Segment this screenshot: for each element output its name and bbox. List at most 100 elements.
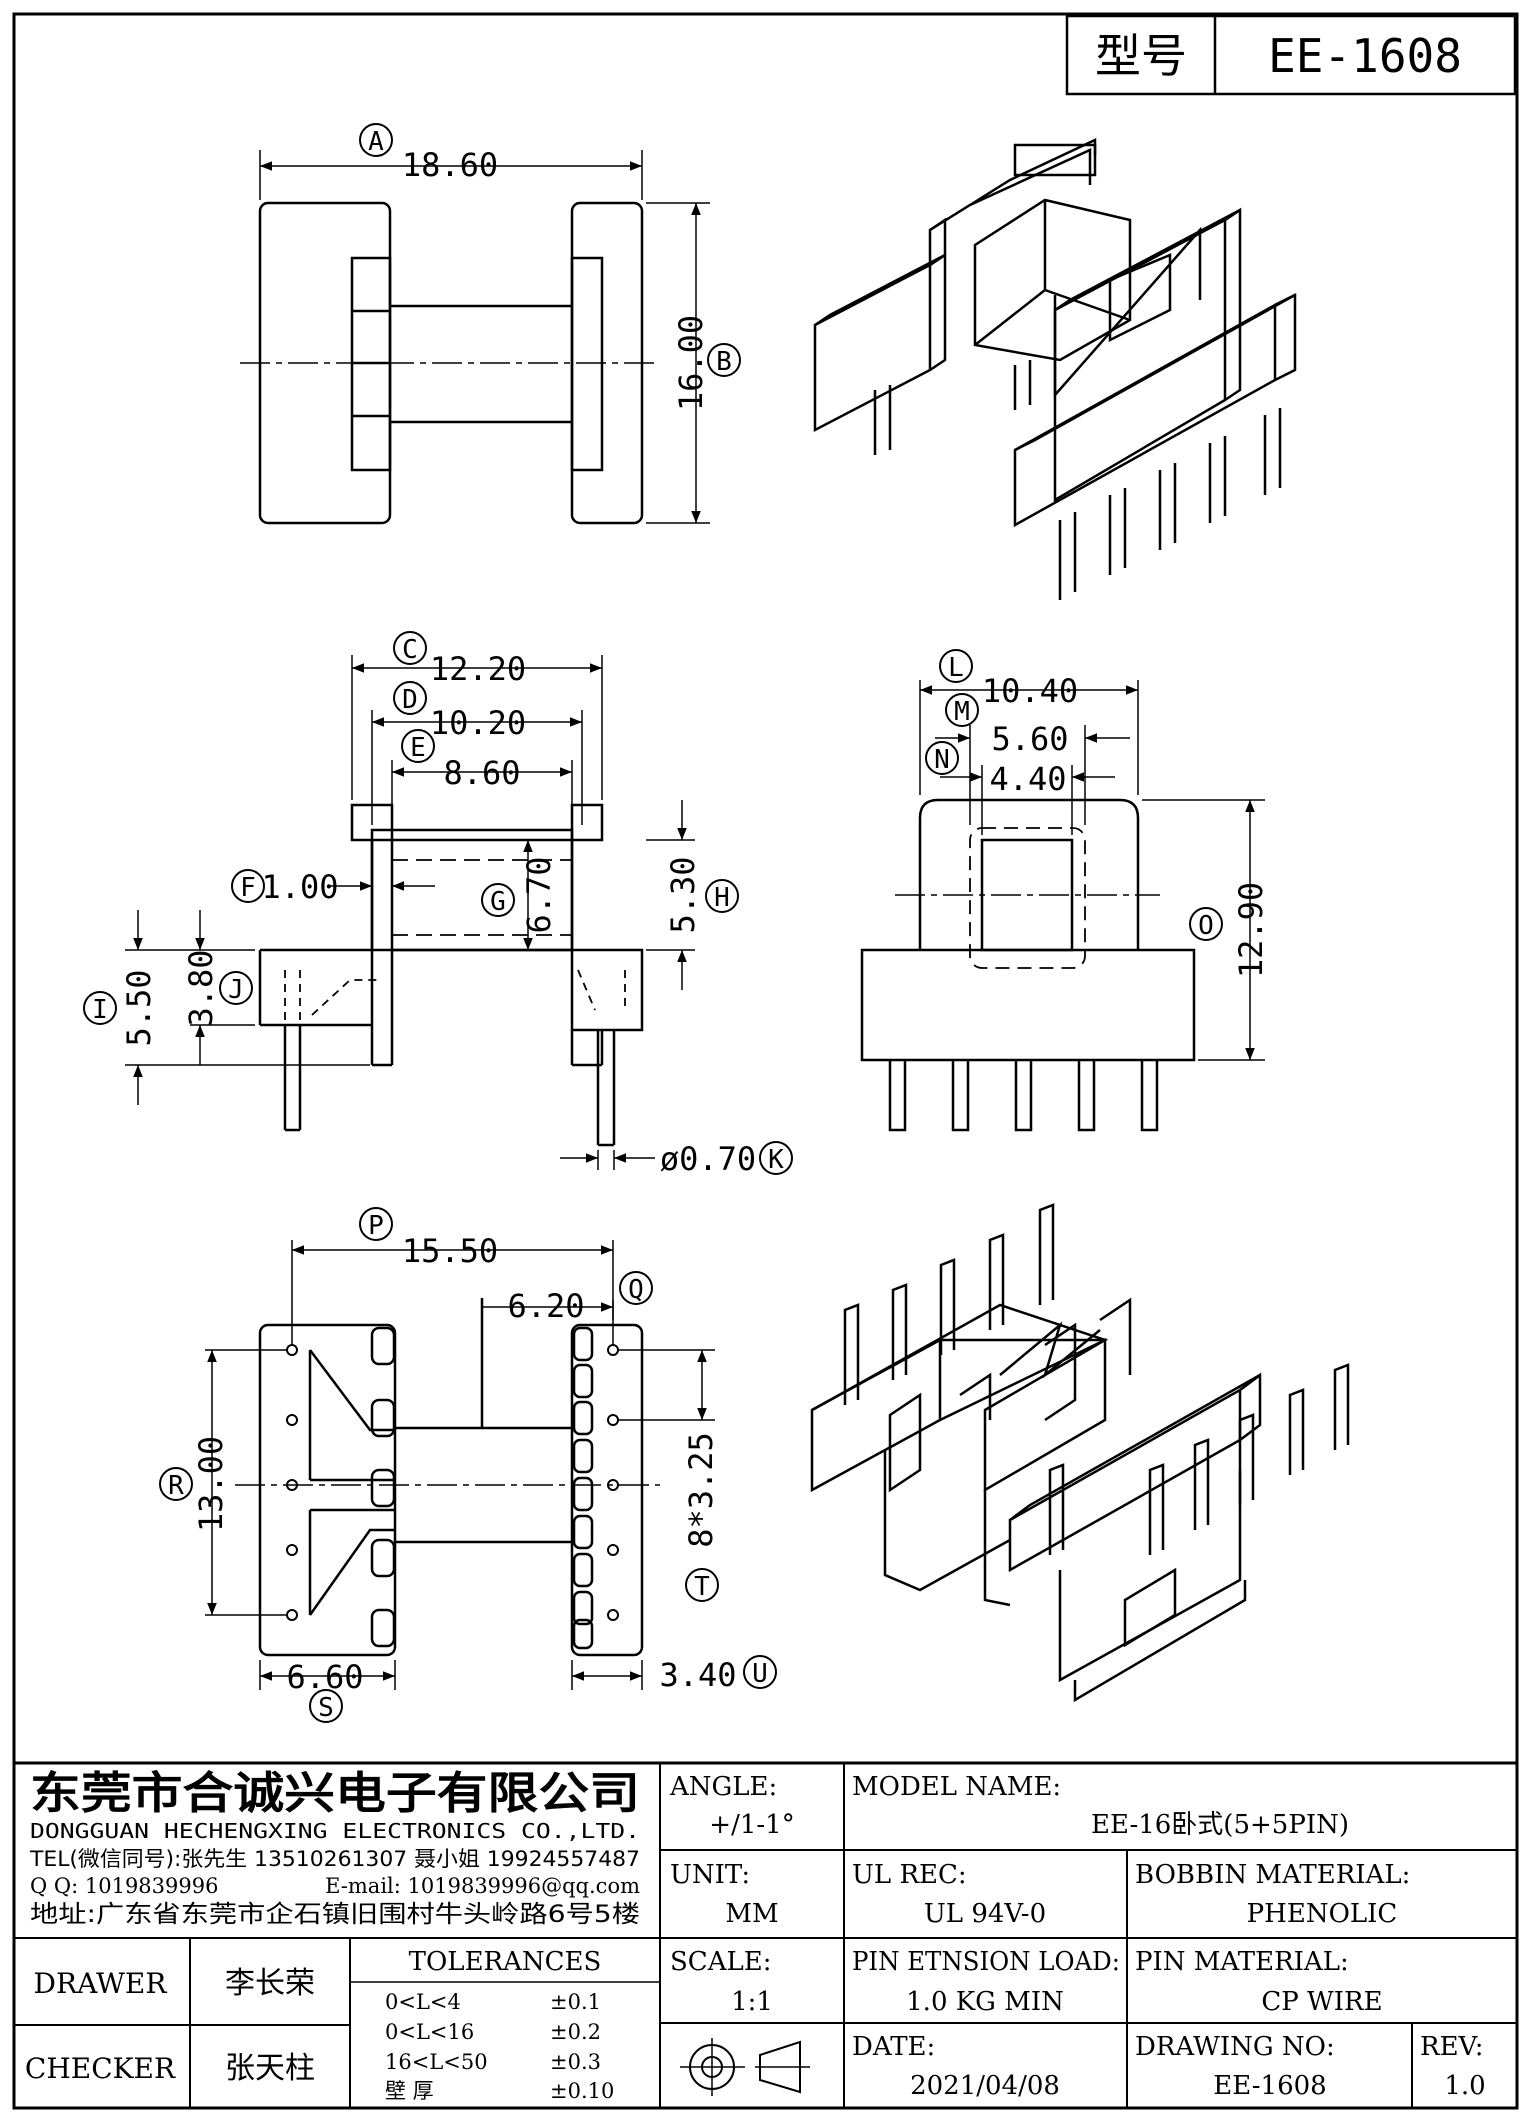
dimension-labels: A 18.60 B 16.00 C 12.20 D 10.20 E 8.60 F… bbox=[83, 123, 1270, 1723]
dim-R: R 13.00 bbox=[159, 1436, 230, 1532]
dim-G-value: 6.70 bbox=[520, 856, 558, 933]
dim-K-value: ø0.70 bbox=[660, 1140, 756, 1178]
dim-O-letter: O bbox=[1198, 911, 1214, 941]
dim-B-letter: B bbox=[716, 347, 732, 377]
dim-N-letter: N bbox=[934, 745, 950, 775]
drawer-name: 李长荣 bbox=[225, 1966, 315, 2001]
dim-S-value: 6.60 bbox=[286, 1658, 363, 1696]
dim-P-letter: P bbox=[368, 1211, 384, 1241]
model-label: 型号 bbox=[1095, 29, 1187, 83]
dim-E-value: 8.60 bbox=[443, 754, 520, 792]
tol-0-range: 0<L<4 bbox=[385, 1990, 461, 2014]
title-block-lines bbox=[14, 1761, 1517, 2108]
company-block: 东莞市合诚兴电子有限公司 DONGGUAN HECHENGXING ELECTR… bbox=[29, 1768, 640, 1928]
iso-view-2 bbox=[810, 1203, 1350, 1703]
bottom-view bbox=[205, 1240, 715, 1690]
dim-T: T 8*3.25 bbox=[682, 1432, 720, 1602]
dim-D-value: 10.20 bbox=[430, 704, 526, 742]
dim-P: P 15.50 bbox=[359, 1207, 498, 1270]
drawing-no-label: DRAWING NO: bbox=[1135, 2032, 1335, 2062]
dim-C: C 12.20 bbox=[393, 631, 526, 688]
dim-Q-letter: Q bbox=[628, 1275, 644, 1305]
dim-M-value: 5.60 bbox=[991, 720, 1068, 758]
drawer-label: DRAWER bbox=[34, 1967, 168, 2000]
company-name-en: DONGGUAN HECHENGXING ELECTRONICS CO.,LTD… bbox=[30, 1819, 640, 1843]
company-email: E-mail: 1019839996@qq.com bbox=[325, 1874, 640, 1898]
dim-T-letter: T bbox=[694, 1572, 710, 1602]
dim-F: F 1.00 bbox=[231, 868, 339, 906]
dim-O: O 12.90 bbox=[1189, 882, 1270, 978]
bobbin-material-label: BOBBIN MATERIAL: bbox=[1135, 1860, 1410, 1890]
tol-1-value: ±0.2 bbox=[550, 2020, 601, 2044]
side-view bbox=[125, 655, 695, 1170]
dim-T-value: 8*3.25 bbox=[682, 1432, 720, 1548]
dim-J: J 3.80 bbox=[182, 949, 253, 1027]
dim-D-letter: D bbox=[402, 685, 418, 715]
ul-rec-label: UL REC: bbox=[852, 1860, 967, 1890]
iso-view-1 bbox=[813, 138, 1297, 600]
dim-N: N 4.40 bbox=[925, 741, 1067, 798]
dim-A: A 18.60 bbox=[359, 123, 498, 184]
pin-material-value: CP WIRE bbox=[1261, 1987, 1382, 2017]
dim-D: D 10.20 bbox=[393, 681, 526, 742]
dim-J-value: 3.80 bbox=[182, 949, 220, 1026]
dim-M-letter: M bbox=[954, 697, 970, 727]
front-view bbox=[860, 680, 1265, 1132]
tol-2-value: ±0.3 bbox=[550, 2050, 601, 2074]
dim-L: L 10.40 bbox=[939, 649, 1078, 710]
date-value: 2021/04/08 bbox=[910, 2071, 1060, 2101]
dim-N-value: 4.40 bbox=[989, 760, 1066, 798]
model-header: 型号 EE-1608 bbox=[1065, 14, 1517, 96]
drawing-no-value: EE-1608 bbox=[1213, 2071, 1326, 2101]
spec-cells: ANGLE: +/1-1° UNIT: MM SCALE: 1:1 MODEL … bbox=[669, 1772, 1486, 2101]
dim-U-value: 3.40 bbox=[659, 1656, 736, 1694]
dim-B: B 16.00 bbox=[672, 315, 741, 411]
dim-S: S 6.60 bbox=[286, 1658, 364, 1723]
dim-G-letter: G bbox=[490, 887, 506, 917]
dim-A-letter: A bbox=[368, 127, 384, 157]
dim-E: E 8.60 bbox=[401, 729, 521, 792]
scale-label: SCALE: bbox=[670, 1947, 772, 1977]
dim-C-value: 12.20 bbox=[430, 650, 526, 688]
rev-value: 1.0 bbox=[1444, 2071, 1485, 2101]
dim-K: K ø0.70 bbox=[660, 1140, 793, 1178]
tol-0-value: ±0.1 bbox=[550, 1990, 601, 2014]
dim-H-value: 5.30 bbox=[664, 856, 702, 933]
dim-I-value: 5.50 bbox=[120, 969, 158, 1046]
date-label: DATE: bbox=[852, 2032, 935, 2062]
scale-value: 1:1 bbox=[731, 1987, 773, 2017]
checker-name: 张天柱 bbox=[225, 2051, 315, 2086]
unit-label: UNIT: bbox=[670, 1860, 750, 1890]
dim-U: U 3.40 bbox=[659, 1655, 777, 1694]
tol-3-value: ±0.10 bbox=[550, 2079, 614, 2103]
company-name-cn: 东莞市合诚兴电子有限公司 bbox=[30, 1768, 640, 1819]
dim-R-value: 13.00 bbox=[192, 1436, 230, 1532]
sheet-border bbox=[12, 12, 1519, 2110]
ul-rec-value: UL 94V-0 bbox=[924, 1899, 1046, 1929]
company-qq: Q Q: 1019839996 bbox=[30, 1874, 218, 1898]
dim-I-letter: I bbox=[92, 995, 108, 1025]
pin-tension-label: PIN ETNSION LOAD: bbox=[852, 1947, 1120, 1977]
dim-E-letter: E bbox=[410, 733, 426, 763]
dim-G: G 6.70 bbox=[481, 856, 558, 934]
pin-material-label: PIN MATERIAL: bbox=[1135, 1947, 1349, 1977]
bobbin-material-value: PHENOLIC bbox=[1247, 1899, 1398, 1929]
rev-label: REV: bbox=[1420, 2032, 1483, 2062]
dim-Q: Q 6.20 bbox=[507, 1271, 653, 1325]
dim-L-letter: L bbox=[948, 653, 964, 683]
model-value: EE-1608 bbox=[1268, 29, 1462, 83]
dim-F-value: 1.00 bbox=[261, 868, 338, 906]
dim-R-letter: R bbox=[168, 1471, 184, 1501]
dim-H-letter: H bbox=[714, 883, 730, 913]
angle-value: +/1-1° bbox=[709, 1810, 794, 1840]
model-name-label: MODEL NAME: bbox=[852, 1772, 1061, 1802]
dim-Q-value: 6.20 bbox=[507, 1287, 584, 1325]
dim-M: M 5.60 bbox=[945, 693, 1069, 758]
angle-label: ANGLE: bbox=[669, 1772, 777, 1802]
dim-S-letter: S bbox=[318, 1693, 334, 1723]
dim-P-value: 15.50 bbox=[402, 1232, 498, 1270]
unit-value: MM bbox=[725, 1899, 778, 1929]
dim-H: H 5.30 bbox=[664, 856, 739, 934]
dim-O-value: 12.90 bbox=[1232, 882, 1270, 978]
